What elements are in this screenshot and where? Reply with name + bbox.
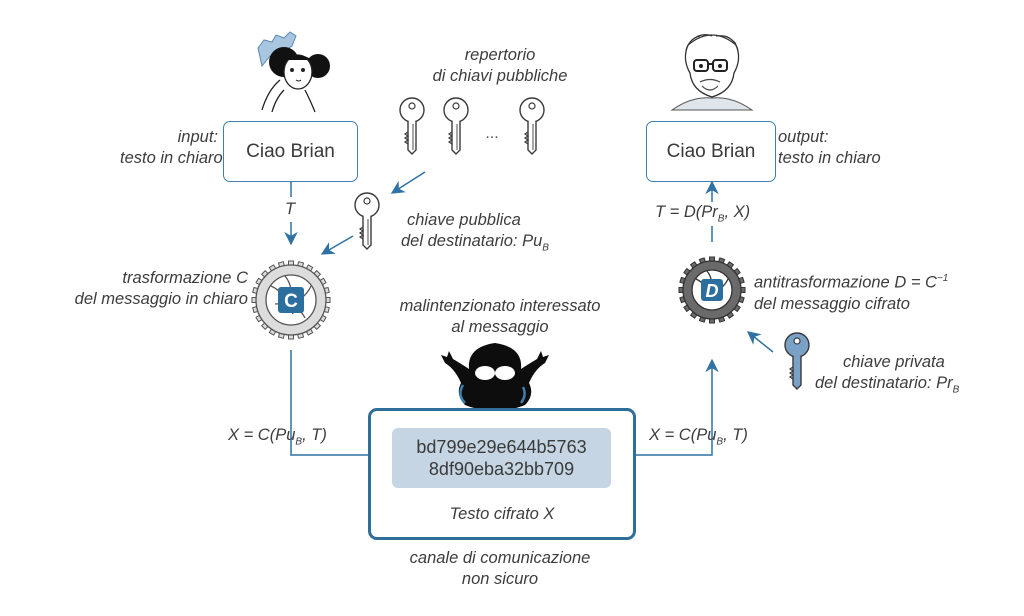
private-key-icon	[784, 332, 810, 390]
ciphertext-line1: bd799e29e644b5763	[416, 437, 587, 457]
sender-portrait	[257, 31, 330, 113]
formula-encrypt-left: X = C(PuB, T)	[228, 426, 327, 448]
sender-message-text: Ciao Brian	[246, 140, 335, 162]
input-label-line2: testo in chiaro	[120, 149, 223, 167]
arrow-encrypt-to-channel	[290, 350, 390, 462]
encryption-gear: C	[251, 260, 331, 340]
public-key-line1: chiave pubblica	[407, 211, 521, 229]
private-key-line2: del destinatario: PrB	[815, 374, 960, 396]
arrow-public-key-to-encrypt	[320, 235, 354, 255]
receiver-portrait	[670, 34, 754, 111]
attacker-label-line2: al messaggio	[451, 318, 549, 336]
public-key-line2: del destinatario: PuB	[401, 232, 549, 254]
key-repository-label: repertorio di chiavi pubbliche	[390, 45, 610, 87]
channel-label: canale di comunicazione non sicuro	[355, 548, 645, 590]
public-key-icon	[354, 192, 380, 250]
ciphertext-line2: 8df90eba32bb709	[428, 459, 575, 479]
key-icon	[519, 97, 545, 155]
attacker-label: malintenzionato interessato al messaggio	[355, 296, 645, 338]
flow-arrows	[284, 171, 774, 462]
receiver-message-box: Ciao Brian	[646, 121, 776, 182]
output-label-line2: testo in chiaro	[778, 149, 881, 167]
gear-letter-d: D	[706, 281, 719, 301]
key-repository-line2: di chiavi pubbliche	[432, 67, 568, 85]
formula-encrypt-right: X = C(PuB, T)	[649, 426, 748, 448]
plaintext-t-label: T	[285, 200, 296, 218]
decryption-gear: D	[678, 256, 746, 324]
output-label-line1: output:	[778, 128, 829, 146]
ciphertext-box: bd799e29e644b5763 8df90eba32bb709	[392, 428, 611, 488]
input-label: input: testo in chiaro	[120, 127, 223, 169]
arrow-repository-to-public-key	[390, 171, 426, 194]
encryption-label: trasformazione C del messaggio in chiaro	[10, 268, 248, 310]
output-label: output: testo in chiaro	[778, 127, 881, 169]
formula-decrypt: T = D(PrB, X)	[655, 203, 751, 225]
decryption-label-line1: antitrasformazione D = C−1	[754, 273, 949, 292]
arrow-private-key-to-decrypt	[746, 331, 774, 353]
sender-message-box: Ciao Brian	[223, 121, 358, 182]
public-key-label: chiave pubblica del destinatario: PuB	[401, 210, 549, 258]
decryption-label: antitrasformazione D = C−1 del messaggio…	[754, 268, 948, 315]
key-repository-keys	[399, 97, 545, 155]
receiver-message-text: Ciao Brian	[666, 140, 756, 162]
key-icon	[399, 97, 425, 155]
encryption-label-line2: del messaggio in chiaro	[74, 290, 248, 308]
channel-label-line2: non sicuro	[461, 570, 539, 588]
key-icon	[443, 97, 469, 155]
channel-label-line1: canale di comunicazione	[409, 549, 591, 567]
arrow-channel-to-decrypt	[611, 358, 719, 456]
private-key-line1: chiave privata	[843, 353, 945, 371]
key-repository-line1: repertorio	[464, 46, 536, 64]
gear-letter-c: C	[284, 291, 298, 312]
attacker-blob	[441, 343, 549, 410]
attacker-label-line1: malintenzionato interessato	[399, 297, 601, 315]
private-key-label: chiave privata del destinatario: PrB	[815, 352, 959, 400]
input-label-line1: input:	[177, 128, 218, 146]
decryption-label-line2: del messaggio cifrato	[754, 294, 910, 313]
ciphertext-caption: Testo cifrato X	[449, 505, 555, 523]
encryption-label-line1: trasformazione C	[122, 269, 248, 287]
key-ellipsis: ...	[485, 125, 498, 142]
